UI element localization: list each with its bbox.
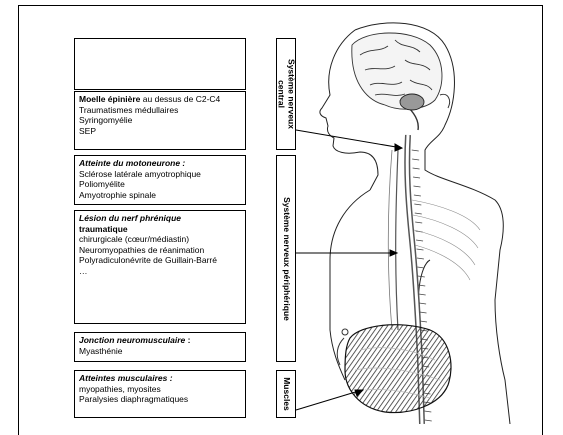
vertebra-tick bbox=[413, 186, 420, 187]
nerve-line bbox=[396, 150, 398, 330]
arrow-central-head bbox=[395, 144, 402, 151]
vertebra-tick bbox=[420, 321, 427, 322]
diaphragm-icon bbox=[345, 325, 451, 413]
vertebra-tick bbox=[417, 267, 424, 268]
vertebra-tick bbox=[415, 222, 422, 223]
vertebra-tick bbox=[425, 420, 432, 421]
arrow-central bbox=[296, 130, 402, 148]
navel-icon bbox=[342, 329, 348, 335]
vertebra-tick bbox=[413, 177, 420, 178]
vertebra-tick bbox=[416, 240, 423, 241]
brain-icon bbox=[352, 33, 442, 130]
arrow-muscles bbox=[296, 390, 362, 410]
vertebra-tick bbox=[420, 312, 427, 313]
vertebra-tick bbox=[414, 195, 421, 196]
vertebra-tick bbox=[415, 213, 422, 214]
vertebra-tick bbox=[412, 150, 419, 151]
vertebra-tick bbox=[412, 159, 419, 160]
vertebra-tick bbox=[419, 303, 426, 304]
vertebra-tick bbox=[418, 276, 425, 277]
vertebra-tick bbox=[417, 249, 424, 250]
vertebra-tick bbox=[413, 168, 420, 169]
ear-outline bbox=[440, 94, 450, 108]
abdomen-outline bbox=[337, 338, 344, 365]
anatomy-illustration bbox=[0, 0, 563, 424]
vertebra-tick bbox=[414, 204, 421, 205]
nerve-line-2 bbox=[388, 150, 392, 330]
vertebra-tick bbox=[417, 258, 424, 259]
vertebra-tick bbox=[419, 294, 426, 295]
vertebra-tick bbox=[424, 411, 431, 412]
